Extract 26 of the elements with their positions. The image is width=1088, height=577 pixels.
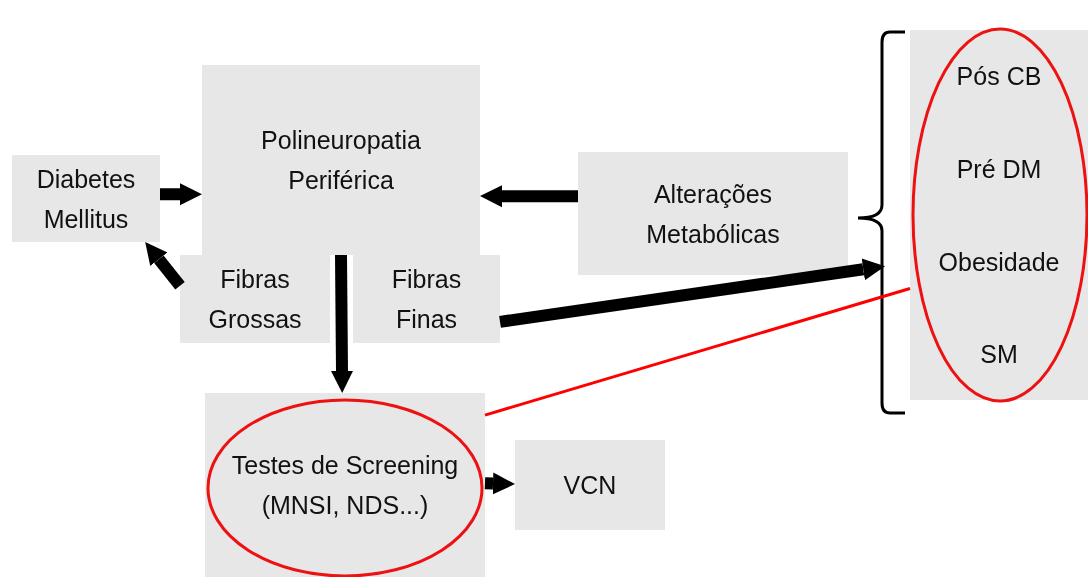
process-box xyxy=(515,440,665,530)
connector-line xyxy=(484,287,911,417)
arrow xyxy=(160,183,202,206)
process-box xyxy=(202,65,480,255)
process-box xyxy=(12,155,160,242)
arrow xyxy=(480,185,579,208)
node-label: Fibras Grossas xyxy=(207,264,303,335)
node-label: Pré DM xyxy=(956,153,1042,185)
process-box xyxy=(578,152,848,275)
node-label: Obesidade xyxy=(938,246,1060,278)
node-label: Alterações Metabólicas xyxy=(645,178,781,250)
node-label: Diabetes Mellitus xyxy=(35,163,137,235)
process-box xyxy=(910,30,1088,122)
node-label: SM xyxy=(980,339,1018,370)
node-label: Polineuropatia Periférica xyxy=(260,125,422,196)
arrow xyxy=(145,242,185,290)
arrow xyxy=(499,258,886,328)
process-box xyxy=(353,255,500,343)
process-box xyxy=(910,308,1088,400)
node-label: Testes de Screening (MNSI, NDS...) xyxy=(230,450,460,521)
process-box xyxy=(180,255,330,343)
arrow xyxy=(484,472,515,495)
node-label: Pós CB xyxy=(956,61,1042,92)
node-label: Fibras Finas xyxy=(390,264,463,335)
node-label: VCN xyxy=(563,470,617,501)
arrow xyxy=(331,254,353,393)
